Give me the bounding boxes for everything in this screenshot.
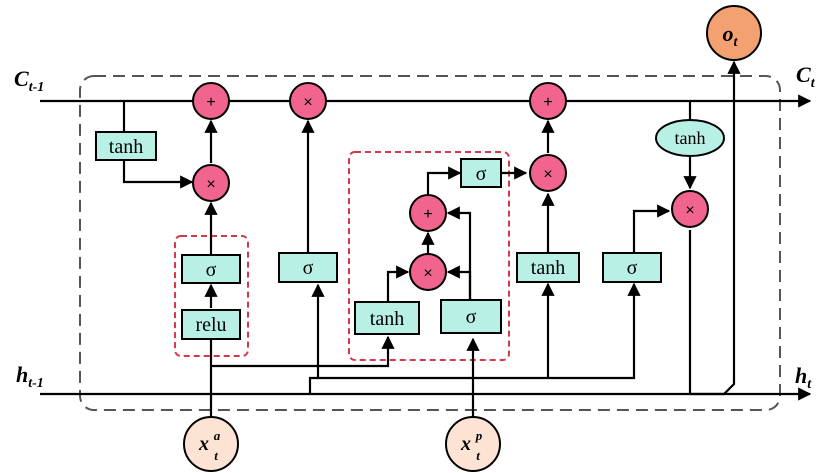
cell-frame [79,75,781,411]
inner-highlight-region [348,151,510,361]
svg-text:σ: σ [476,163,487,185]
svg-text:σ: σ [206,259,217,281]
output-node: ot [706,5,762,61]
wire-to-tanh-inner [310,335,395,368]
svg-text:tanh: tanh [370,308,404,330]
tanh-box-top-left: tanh [95,131,157,161]
tanh-ellipse-output: tanh [655,119,725,157]
wire-h-to-forget-sigma [308,283,325,394]
svg-text:×: × [206,176,215,193]
svg-text:+: + [423,206,432,223]
input-node-p: x p t [445,416,501,472]
tanh-box-candidate: tanh [516,252,580,283]
svg-text:σ: σ [627,257,638,279]
svg-text:×: × [303,94,312,111]
sigma-box-output: σ [602,252,662,283]
relu-box: relu [181,309,241,340]
times-op-output: × [671,190,709,228]
times-op-inner: × [409,253,447,291]
svg-text:×: × [423,265,432,282]
wire-sigma-inner-to-plus [446,206,472,300]
svg-text:×: × [685,202,694,219]
plus-op-1: + [192,82,230,120]
svg-text:+: + [543,94,552,111]
svg-text:ot: ot [723,21,739,50]
svg-text:σ: σ [466,306,477,328]
sigma-box-inner-bottom: σ [440,299,502,334]
plus-op-inner: + [409,194,447,232]
label-hidden-prev: ht-1 [16,362,44,391]
svg-text:a: a [214,428,221,443]
plus-op-2: + [529,82,567,120]
label-hidden-next: ht [795,363,812,392]
svg-text:t: t [214,448,218,463]
svg-text:σ: σ [303,257,314,279]
sigma-box-relu: σ [181,254,241,284]
sigma-box-forget: σ [278,252,338,283]
tanh-box-inner: tanh [354,301,420,335]
svg-text:x: x [460,433,471,455]
wire-sigma-out-to-times [632,204,671,252]
wire-bus-to-sigma-out [548,282,641,380]
svg-text:x: x [198,433,209,455]
svg-text:t: t [476,448,480,463]
svg-text:×: × [543,166,552,183]
times-op-candidate: × [529,154,567,192]
svg-text:+: + [206,94,215,111]
wire-tanh-inner-to-times [386,265,410,302]
times-op-relu: × [192,164,230,202]
label-cell-next: Ct [796,62,816,91]
svg-text:p: p [475,428,483,443]
wire-sigma-inner-to-times [446,265,472,300]
label-cell-prev: Ct-1 [14,66,44,95]
svg-text:tanh: tanh [109,136,143,158]
wire-plus-to-sigma-top [426,166,462,194]
times-op-forget: × [289,82,327,120]
wire-h-to-output [690,60,741,396]
sigma-box-inner-top: σ [460,158,502,188]
svg-text:tanh: tanh [675,128,706,148]
input-node-a: x a t [183,416,239,472]
wire-tanh-to-times1 [122,160,194,189]
svg-text:tanh: tanh [531,257,565,279]
svg-text:relu: relu [195,314,226,336]
